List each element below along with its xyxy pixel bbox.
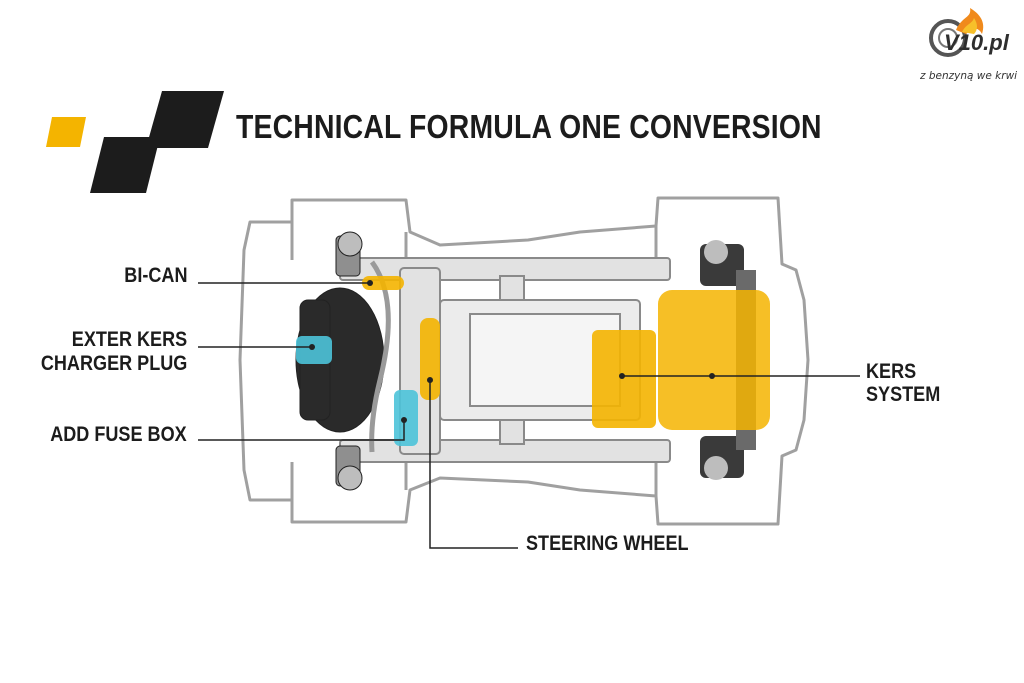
flag-black-upper bbox=[146, 91, 224, 148]
component-highlights bbox=[296, 276, 770, 446]
kers-battery-highlight bbox=[592, 330, 656, 428]
label-bican: BI-CAN bbox=[123, 264, 187, 287]
exter-kers-charger-highlight bbox=[296, 336, 332, 364]
page-title: TECHNICAL FORMULA ONE CONVERSION bbox=[236, 108, 822, 145]
steering-column-highlight bbox=[420, 318, 440, 400]
tire-logo-icon bbox=[929, 19, 967, 57]
flag-black-lower bbox=[90, 137, 160, 193]
steering-leader bbox=[429, 380, 518, 549]
label-kers-line1: KERS bbox=[866, 360, 917, 383]
kers-system-highlight bbox=[658, 290, 770, 430]
label-exter-kers-line1: EXTER KERS bbox=[71, 328, 187, 351]
flag-yellow-square bbox=[46, 117, 86, 147]
flame-icon bbox=[956, 8, 984, 34]
leader-dots bbox=[309, 280, 715, 423]
bican-highlight bbox=[362, 276, 404, 290]
label-kers-line2: SYSTEM bbox=[866, 383, 941, 406]
brand-name: V10.pl bbox=[944, 30, 1009, 55]
leader-lines bbox=[198, 282, 860, 549]
label-exter-kers-line2: CHARGER PLUG bbox=[40, 352, 187, 375]
brand-tagline: z benzyną we krwi bbox=[920, 70, 1018, 82]
fuse-leader bbox=[198, 420, 405, 441]
label-steering-wheel: STEERING WHEEL bbox=[526, 532, 689, 555]
label-fuse-box: ADD FUSE BOX bbox=[50, 423, 187, 446]
